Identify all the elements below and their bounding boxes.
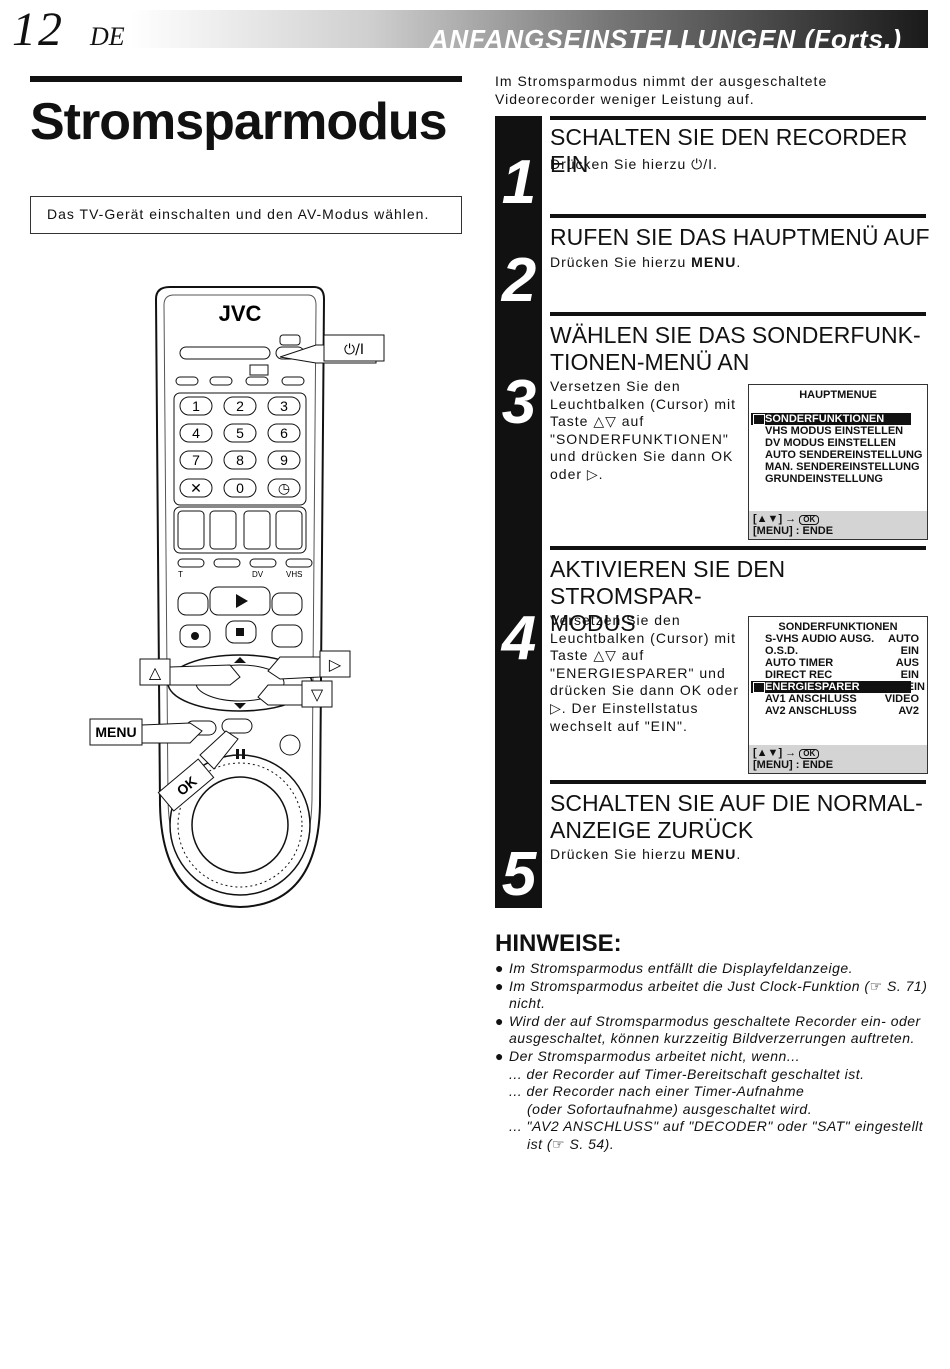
step-number-1: 1 [501, 148, 537, 217]
callout-power-box [323, 334, 385, 362]
callout-down: ▽ [311, 685, 324, 704]
key-6: 6 [280, 425, 288, 441]
osd-main-item: MAN. SENDEREINSTELLUNG [765, 461, 920, 473]
step-number-5: 5 [501, 840, 537, 909]
callout-menu: MENU [95, 724, 136, 740]
osd-main-item: GRUNDEINSTELLUNG [765, 473, 883, 485]
key-timer: ◷ [278, 480, 290, 496]
step-text-2: Drücken Sie hierzu MENU. [550, 254, 742, 270]
note-item: ●Im Stromsparmodus arbeitet die Just Clo… [495, 977, 928, 1012]
remote-control-illustration: JVC 1 2 3 4 5 6 7 8 9 ✕ 0 ◷ [89, 285, 390, 925]
key-3: 3 [280, 398, 288, 414]
step-rule-1 [550, 116, 926, 120]
key-5: 5 [236, 425, 244, 441]
step-text-5: Drücken Sie hierzu MENU. [550, 846, 742, 862]
note-item: ●Im Stromsparmodus entfällt die Displayf… [495, 960, 854, 976]
osd-special-menu: SONDERFUNKTIONEN S-VHS AUDIO AUSG.AUTO O… [748, 616, 928, 774]
step-text-3: Versetzen Sie den Leuchtbalken (Cursor) … [550, 378, 737, 482]
callout-right: ▷ [329, 655, 342, 674]
osd-main-title: HAUPTMENUE [799, 389, 877, 401]
title-rule [30, 76, 462, 82]
step-number-bar [495, 116, 542, 908]
step-title-5: SCHALTEN SIE AUF DIE NORMAL-ANZEIGE ZURÜ… [550, 790, 923, 843]
section-header-bar: ANFANGSEINSTELLUNGEN (Forts.) [130, 10, 928, 54]
step-title-4: AKTIVIEREN SIE DEN STROMSPAR-MODUS [550, 556, 786, 636]
section-title: ANFANGSEINSTELLUNGEN (Forts.) [429, 24, 902, 54]
osd-special-item: S-VHS AUDIO AUSG.AUTO [765, 633, 919, 645]
osd-main-item-selected: SONDERFUNKTIONEN [751, 413, 911, 425]
notes-title: HINWEISE: [495, 930, 622, 957]
key-0: 0 [236, 480, 244, 496]
note-item: ●Der Stromsparmodus arbeitet nicht, wenn… [495, 1047, 801, 1064]
key-2: 2 [236, 398, 244, 414]
note-subitem: ... der Recorder nach einer Timer-Aufnah… [509, 1083, 805, 1100]
osd-special-title: SONDERFUNKTIONEN [778, 621, 898, 633]
step-text-1: Drücken Sie hierzu ⏻/I. [550, 156, 718, 172]
osd-main-footer: [▲▼] → OK [MENU] : ENDE [749, 511, 927, 539]
page-title: Stromsparmodus [30, 93, 448, 151]
osd-special-footer: [▲▼] → OK [MENU] : ENDE [749, 745, 927, 773]
notes-list: ●Im Stromsparmodus entfällt die Displayf… [495, 960, 930, 1154]
step-rule-5 [550, 780, 926, 784]
osd-main-item: VHS MODUS EINSTELLEN [765, 425, 904, 437]
remote-brand: JVC [219, 301, 262, 326]
callout-power: ⏻/I [344, 342, 364, 358]
page-number: 12 [12, 3, 64, 56]
key-4: 4 [192, 425, 200, 441]
key-1: 1 [192, 398, 200, 414]
key-cancel: ✕ [190, 480, 202, 496]
note-subitem: ist (☞ S. 54). [527, 1135, 615, 1152]
step-title-2: RUFEN SIE DAS HAUPTMENÜ AUF [550, 224, 930, 250]
key-8: 8 [236, 452, 244, 468]
step-title-3: WÄHLEN SIE DAS SONDERFUNK-TIONEN-MENÜ AN [550, 322, 921, 375]
intro-box: Das TV-Gerät einschalten und den AV-Modu… [30, 196, 462, 234]
label-t: T [178, 570, 183, 579]
osd-special-item: O.S.D.EIN [765, 645, 919, 657]
remote-svg: JVC 1 2 3 4 5 6 7 8 9 ✕ 0 ◷ [89, 286, 385, 909]
label-dv: DV [252, 570, 264, 579]
remote-keypad: 1 2 3 4 5 6 7 8 9 ✕ 0 ◷ [179, 396, 301, 498]
note-item: ●Wird der auf Stromsparmodus geschaltete… [495, 1012, 921, 1047]
note-subitem: ... "AV2 ANSCHLUSS" auf "DECODER" oder "… [509, 1118, 924, 1135]
page-language: DE [90, 22, 125, 51]
step-text-4: Versetzen Sie den Leuchtbalken (Cursor) … [550, 612, 739, 734]
osd-main-item: AUTO SENDEREINSTELLUNG [765, 449, 923, 461]
key-7: 7 [192, 452, 200, 468]
callout-up: △ [149, 663, 162, 682]
label-vhs: VHS [286, 570, 302, 579]
step-title-1: SCHALTEN SIE DEN RECORDER EIN [550, 124, 908, 177]
note-subitem: (oder Sofortaufnahme) ausgeschaltet wird… [527, 1100, 813, 1117]
step-rule-3 [550, 312, 926, 316]
note-subitem: ... der Recorder auf Timer-Bereitschaft … [509, 1065, 865, 1082]
step-rule-4 [550, 546, 926, 550]
step-rule-2 [550, 214, 926, 218]
intro-text: Im Stromsparmodus nimmt der ausgeschalte… [495, 73, 828, 107]
osd-main-menu: HAUPTMENUE SONDERFUNKTIONEN VHS MODUS EI… [748, 384, 928, 540]
step-number-2: 2 [501, 246, 537, 315]
osd-main-item: DV MODUS EINSTELLEN [765, 437, 896, 449]
step-number-4: 4 [501, 604, 537, 673]
key-9: 9 [280, 452, 288, 468]
step-number-3: 3 [501, 368, 537, 437]
